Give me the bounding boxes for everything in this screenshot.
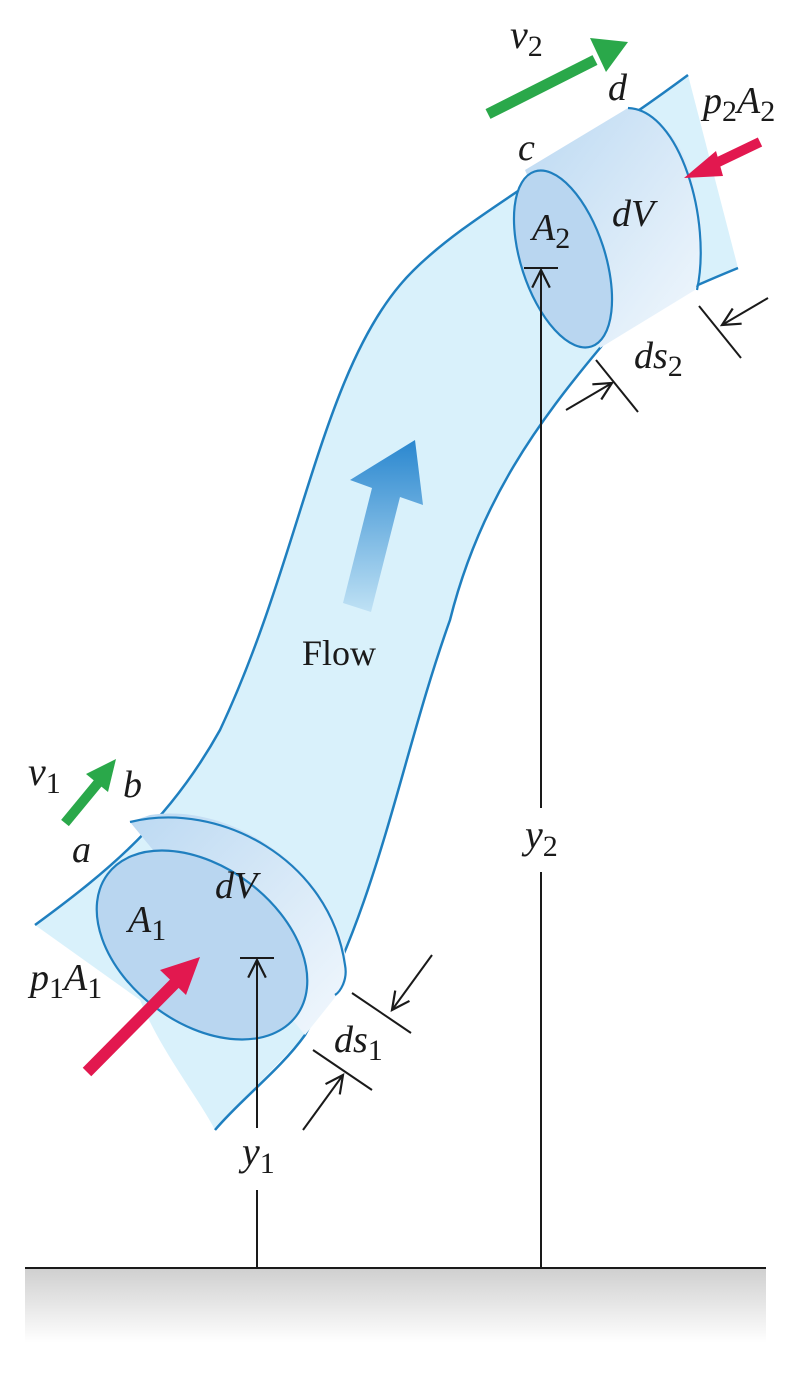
label-y1: y1 (238, 1129, 275, 1180)
label-p2A2: p2A2 (700, 80, 775, 128)
flow-label: Flow (302, 633, 376, 673)
velocity-arrow-v1 (61, 759, 116, 827)
label-ds2: ds2 (634, 335, 683, 383)
label-v1: v1 (28, 749, 61, 800)
bottom-fluid-element (95, 813, 347, 1041)
label-ds1: ds1 (334, 1019, 383, 1067)
label-dV-bottom: dV (215, 865, 261, 907)
label-A1: A1 (125, 899, 166, 947)
label-dV-top: dV (612, 193, 658, 235)
pressure-arrow-p2A2 (684, 137, 763, 178)
label-d: d (608, 67, 628, 109)
velocity-arrow-v2 (485, 38, 628, 119)
dimension-ds1 (302, 954, 433, 1131)
top-fluid-element (512, 106, 702, 349)
height-line-y2 (524, 267, 558, 1268)
height-line-y1 (240, 957, 274, 1268)
pressure-arrow-p1A1 (82, 957, 200, 1077)
label-p1A1: p1A1 (27, 957, 102, 1005)
flow-arrow (343, 440, 423, 612)
label-v2: v2 (510, 12, 543, 63)
label-c: c (518, 127, 535, 169)
label-b: b (123, 764, 142, 806)
ground (25, 1268, 766, 1343)
label-a: a (72, 829, 91, 871)
label-y2: y2 (521, 812, 558, 863)
label-A2: A2 (529, 207, 570, 255)
dimension-ds2 (565, 297, 769, 413)
